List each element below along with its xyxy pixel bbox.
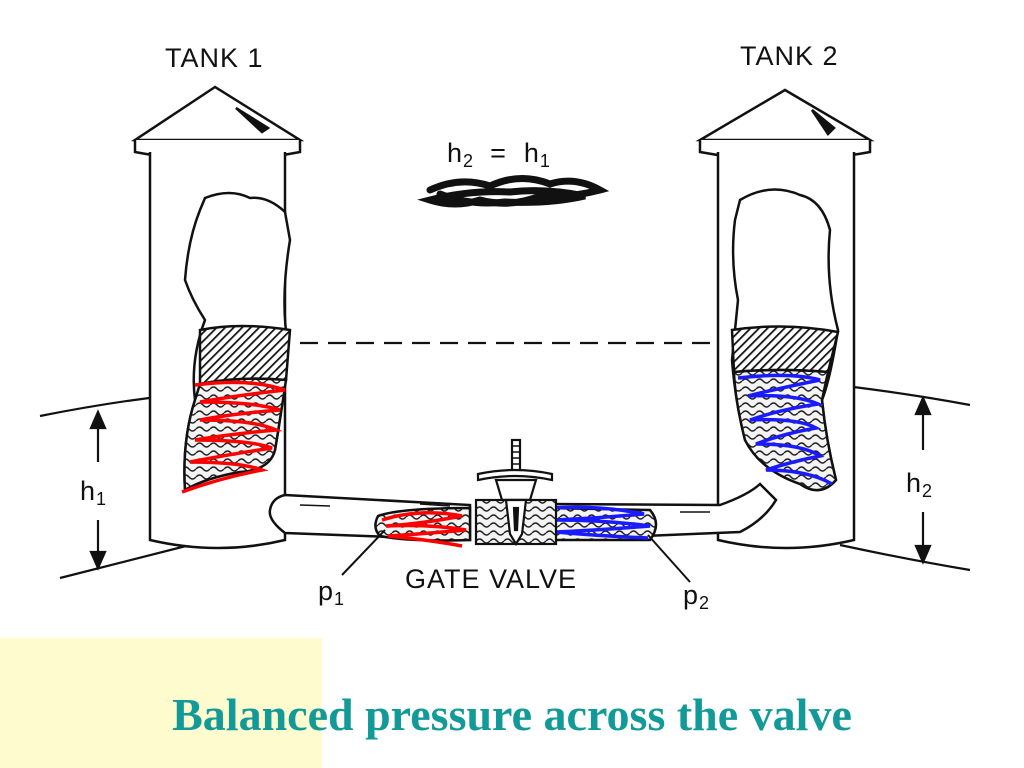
ground-line-right-bottom: [839, 543, 971, 572]
tank-2: [695, 88, 875, 550]
caption: Balanced pressure across the valve: [0, 692, 1024, 738]
p2-leader: [647, 534, 691, 583]
tank-1-scribble: [181, 380, 286, 494]
caption-highlight: [0, 638, 322, 768]
pipe-scribble-blue: [551, 505, 651, 540]
tank-1-roof: [130, 85, 305, 142]
ground-line-left-bottom: [59, 543, 191, 580]
p1-leader: [341, 529, 386, 576]
gate-valve: [474, 438, 558, 547]
h1-label: h1: [80, 476, 107, 509]
h2-arrow: [914, 395, 932, 565]
caption-rest: pressure across the valve: [353, 689, 852, 740]
scribble-out: [417, 175, 610, 208]
tank-2-roof: [695, 88, 875, 142]
h1-arrow: [89, 409, 107, 571]
valve-bonnet: [494, 478, 538, 502]
tank-2-scribble: [737, 373, 833, 486]
h2-label: h2: [906, 468, 933, 501]
gate-valve-label: GATE VALVE: [405, 564, 578, 594]
valve-handwheel: [476, 468, 554, 482]
p2-label: p2: [683, 580, 710, 613]
equation-label: h2 = h1: [447, 138, 550, 171]
valve-stem: [510, 438, 522, 476]
caption-highlighted-word: Balanced: [172, 689, 354, 740]
tank-1-label: TANK 1: [165, 43, 264, 73]
pipe-scribble-red: [381, 511, 467, 548]
tank-2-label: TANK 2: [740, 41, 839, 71]
p1-label: p1: [318, 576, 345, 609]
